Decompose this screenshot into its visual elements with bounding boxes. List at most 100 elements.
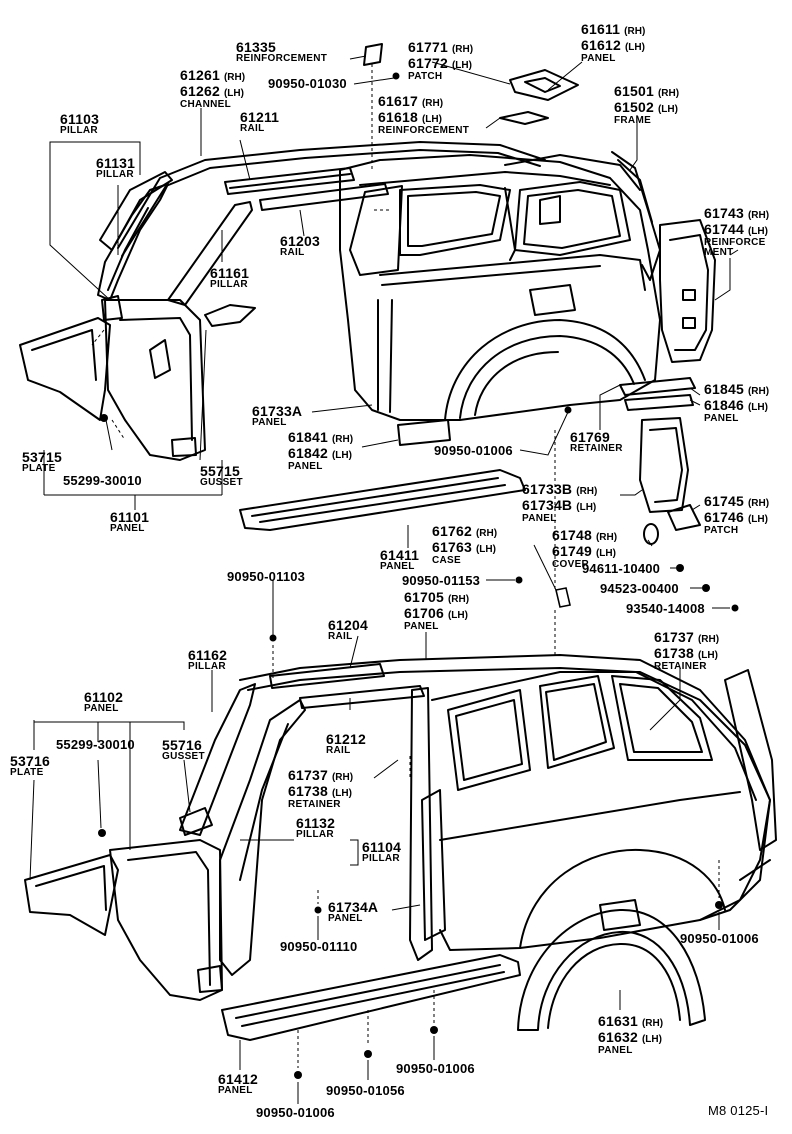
callout-61161: 61161 PILLAR — [210, 266, 249, 290]
part-number: 61841 — [288, 429, 328, 445]
callout-61745-61746: 61745(RH) 61746(LH) PATCH — [704, 494, 769, 536]
part-side: (LH) — [475, 544, 496, 555]
part-side: (RH) — [576, 486, 598, 497]
part-number: 61846 — [704, 397, 744, 413]
part-side: (RH) — [223, 72, 246, 83]
part-side: (RH) — [624, 26, 646, 37]
part-side: (LH) — [421, 114, 442, 125]
part-number: 53716 — [10, 753, 50, 769]
part-side: (RH) — [331, 772, 354, 783]
part-number: 61412 — [218, 1071, 258, 1087]
callout-61611-61612: 61611(RH) 61612(LH) PANEL — [581, 22, 645, 64]
callout-90950-01006-bottom-left: 90950-01006 — [256, 1105, 335, 1120]
part-number: 61211 — [240, 109, 280, 125]
callout-61211: 61211 RAIL — [240, 110, 279, 134]
part-number: 61762 — [432, 523, 472, 539]
part-name: PILLAR — [96, 169, 134, 180]
callout-90950-01006-bottom-middle: 90950-01006 — [396, 1061, 475, 1076]
callout-61212: 61212 RAIL — [326, 732, 366, 756]
part-number: 61612 — [581, 37, 621, 53]
callout-55299-30010-lower: 55299-30010 — [56, 737, 135, 752]
part-name: PANEL — [404, 621, 439, 632]
callout-61131: 61131 PILLAR — [96, 156, 135, 180]
part-name: RETAINER — [570, 443, 623, 454]
part-side: (LH) — [747, 226, 768, 237]
part-number: 61734A — [328, 899, 379, 915]
callout-61705-61706: 61705(RH) 61706(LH) PANEL — [404, 590, 469, 632]
part-number: 61501 — [614, 83, 654, 99]
part-number: 53715 — [22, 449, 62, 465]
part-number: 61161 — [210, 265, 250, 281]
callout-61501-61502: 61501(RH) 61502(LH) FRAME — [614, 84, 679, 126]
part-number: 61103 — [60, 111, 100, 127]
callout-61617-61618: 61617(RH) 61618(LH) REINFORCEMENT — [378, 94, 469, 136]
part-number: 61204 — [328, 617, 368, 633]
part-number: 61162 — [188, 647, 228, 663]
callout-61769: 61769 RETAINER — [570, 430, 623, 454]
callout-61841-61842: 61841(RH) 61842(LH) PANEL — [288, 430, 353, 472]
part-number: 61769 — [570, 429, 610, 445]
callout-61102: 61102 PANEL — [84, 690, 123, 714]
callout-90950-01153: 90950-01153 — [402, 573, 481, 588]
part-side: (LH) — [576, 502, 597, 513]
part-side: (RH) — [657, 88, 680, 99]
callout-61845-61846: 61845(RH) 61846(LH) PANEL — [704, 382, 769, 424]
part-name: RAIL — [328, 631, 353, 642]
part-name: PILLAR — [188, 661, 226, 672]
part-side: (RH) — [747, 498, 770, 509]
part-side: (RH) — [697, 634, 720, 645]
alignment-lines — [91, 64, 720, 1068]
callout-61261-61262: 61261(RH) 61262(LH) CHANNEL — [180, 68, 245, 110]
part-name: PANEL — [288, 461, 323, 472]
part-name: CHANNEL — [180, 99, 231, 110]
callout-90950-01056: 90950-01056 — [326, 1083, 405, 1098]
callout-61737-61738-middle: 61737(RH) 61738(LH) RETAINER — [288, 768, 353, 810]
part-number: 61738 — [288, 783, 328, 799]
part-side: (LH) — [657, 104, 678, 115]
callout-61411: 61411 PANEL — [380, 548, 419, 572]
part-side: (LH) — [223, 88, 244, 99]
callout-61104: 61104 PILLAR — [362, 840, 401, 864]
callout-61762-61763: 61762(RH) 61763(LH) CASE — [432, 524, 497, 566]
callout-61631-61632: 61631(RH) 61632(LH) PANEL — [598, 1014, 663, 1056]
callout-90950-01006-right: 90950-01006 — [680, 931, 759, 946]
part-name: PANEL — [380, 561, 415, 572]
part-number: 61261 — [180, 67, 220, 83]
part-number: 61632 — [598, 1029, 638, 1045]
part-name: REINFORCEMENT — [236, 53, 328, 64]
part-number: 61102 — [84, 689, 124, 705]
part-name: PANEL — [252, 417, 287, 428]
part-number: 61744 — [704, 221, 744, 237]
part-number: 61132 — [296, 815, 336, 831]
part-number: 61631 — [598, 1013, 638, 1029]
part-number: 61104 — [362, 839, 402, 855]
part-side: (RH) — [475, 528, 498, 539]
part-name: PILLAR — [296, 829, 334, 840]
part-side: (LH) — [447, 610, 468, 621]
callout-61737-61738-right: 61737(RH) 61738(LH) RETAINER — [654, 630, 719, 672]
part-side: (LH) — [747, 514, 768, 525]
part-number: 61763 — [432, 539, 472, 555]
callout-61771-61772: 61771(RH) 61772(LH) PATCH — [408, 40, 473, 82]
fasteners — [98, 72, 739, 1079]
callout-90950-01006-upper: 90950-01006 — [434, 443, 513, 458]
part-name: COVER — [552, 559, 590, 570]
part-number: 61738 — [654, 645, 694, 661]
part-name: RETAINER — [288, 799, 341, 810]
upper-body-side-drawing — [19, 43, 716, 545]
callout-94611-10400: 94611-10400 — [582, 561, 661, 576]
part-name: PLATE — [10, 767, 44, 778]
callout-55299-30010-upper: 55299-30010 — [63, 473, 142, 488]
callout-61743-61744: 61743(RH) 61744(LH) REINFORCE MENT — [704, 206, 769, 258]
callout-61103: 61103 PILLAR — [60, 112, 99, 136]
callout-61733a: 61733A PANEL — [252, 404, 302, 428]
part-number: 61203 — [280, 233, 320, 249]
part-number: 61502 — [614, 99, 654, 115]
drawing-code: M8 0125-I — [708, 1103, 769, 1118]
part-name: REINFORCEMENT — [378, 125, 470, 136]
part-side: (LH) — [595, 548, 616, 559]
part-number: 61737 — [288, 767, 328, 783]
part-name: RAIL — [280, 247, 305, 258]
